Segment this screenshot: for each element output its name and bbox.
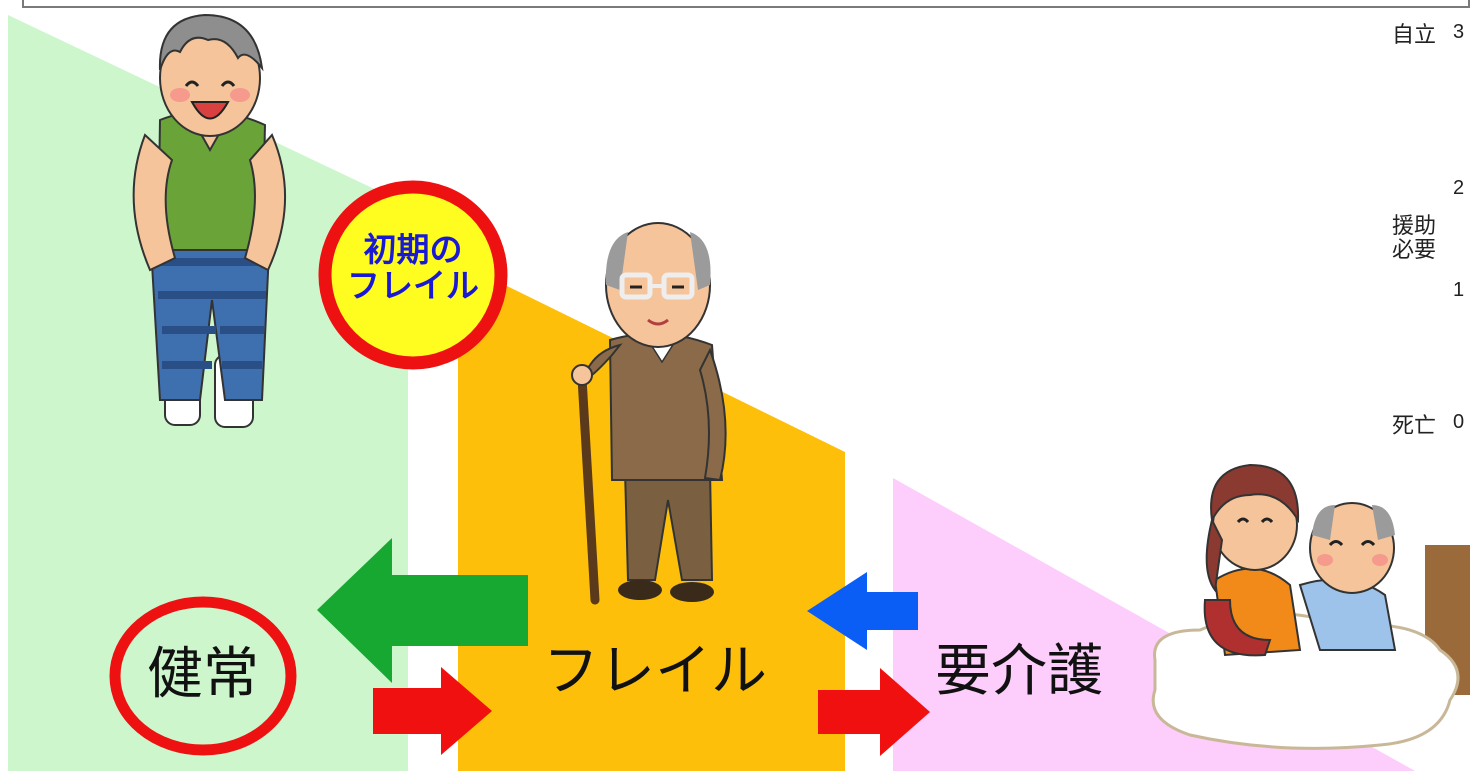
badge-line-1: 初期の bbox=[363, 230, 463, 269]
scale-needs-help-1: 援助 bbox=[1392, 214, 1437, 239]
healthy-highlight-circle bbox=[109, 596, 297, 756]
healthy-zone bbox=[8, 15, 408, 771]
back-arrow-to-frail[interactable] bbox=[807, 572, 918, 650]
scale-2: 2 bbox=[1453, 177, 1465, 199]
scale-death: 死亡 bbox=[1392, 414, 1437, 439]
forward-arrow-to-frail[interactable] bbox=[373, 667, 492, 755]
care-label: 要介護 bbox=[935, 639, 1103, 704]
caregiver-and-bedridden-elder-illustration bbox=[1151, 463, 1470, 750]
healthy-label: 健常 bbox=[147, 642, 259, 707]
healthy-elder-man-illustration bbox=[132, 13, 286, 428]
back-arrow-to-healthy[interactable] bbox=[317, 538, 528, 683]
scale-0: 0 bbox=[1453, 411, 1465, 433]
frail-label: フレイル bbox=[543, 639, 767, 704]
frail-elder-with-cane-illustration bbox=[571, 222, 727, 605]
badge-line-2: フレイル bbox=[347, 266, 479, 306]
forward-arrow-to-care[interactable] bbox=[818, 668, 930, 756]
early-frailty-label: 初期の フレイル bbox=[333, 230, 493, 306]
early-frailty-badge[interactable] bbox=[318, 180, 508, 370]
scale-1: 1 bbox=[1453, 279, 1465, 301]
frame-border bbox=[22, 0, 1470, 8]
scale-independent: 自立 bbox=[1392, 23, 1437, 48]
scale-3: 3 bbox=[1453, 21, 1465, 43]
scale-needs-help-2: 必要 bbox=[1392, 238, 1437, 263]
